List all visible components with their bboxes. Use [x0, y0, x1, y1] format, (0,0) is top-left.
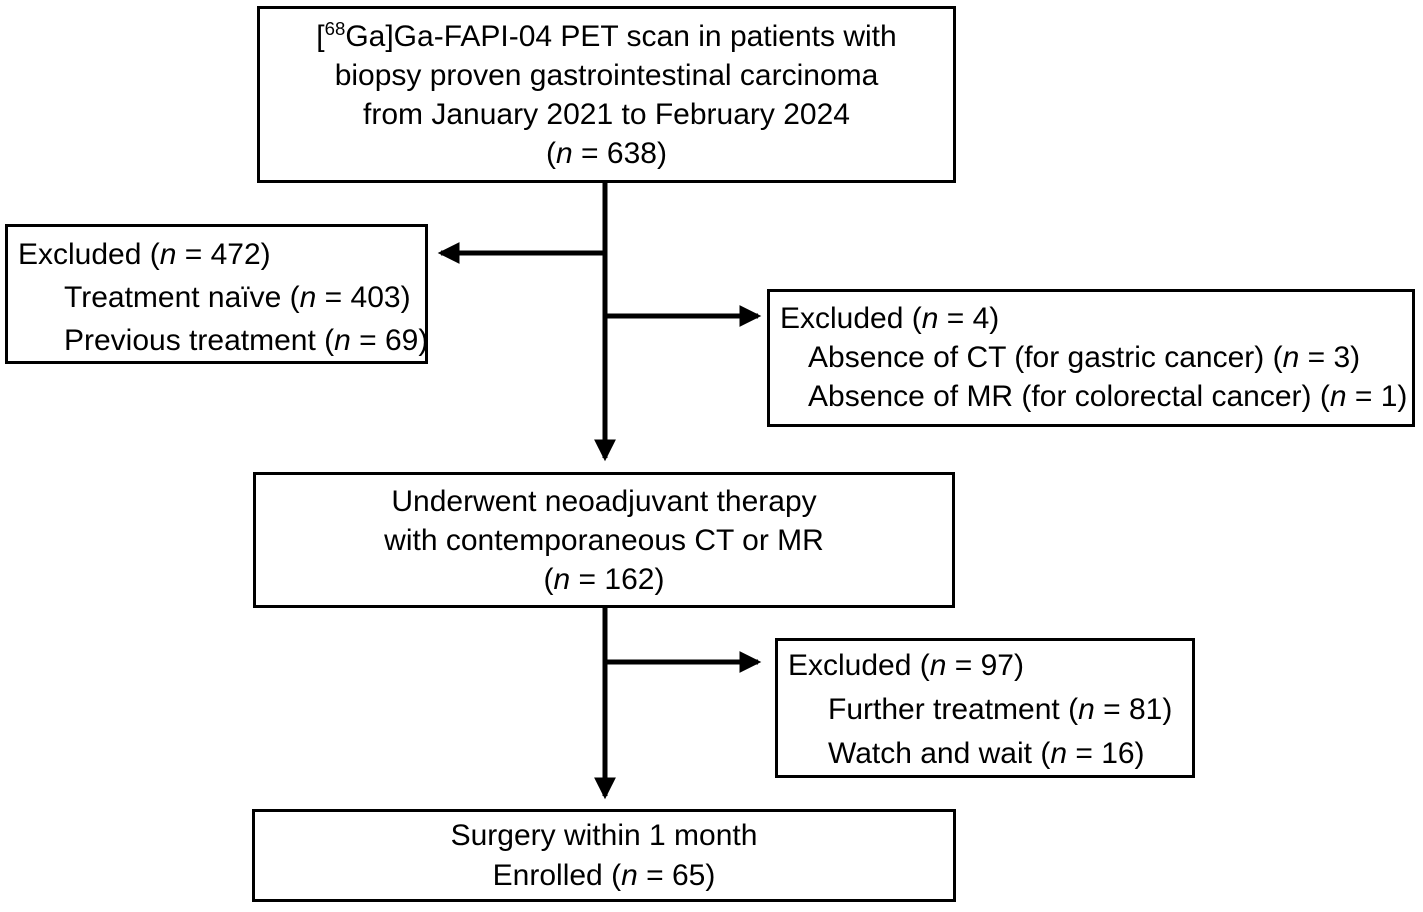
- excluded-imaging-item-2: Absence of MR (for colorectal cancer) (n…: [808, 380, 1408, 413]
- excluded-first-box: Excluded (n = 472) Treatment naïve (n = …: [5, 224, 428, 364]
- excluded-first-item-2: Previous treatment (n = 69): [64, 324, 429, 357]
- neoadjuvant-count: (n = 162): [543, 562, 665, 596]
- neoadjuvant-box: Underwent neoadjuvant therapy with conte…: [253, 472, 955, 608]
- neoadjuvant-line-2: with contemporaneous CT or MR: [384, 523, 824, 557]
- enrolled-count: Enrolled (n = 65): [492, 858, 716, 892]
- excluded-followup-item-1: Further treatment (n = 81): [828, 693, 1173, 726]
- screening-box: [68Ga]Ga-FAPI-04 PET scan in patients wi…: [257, 6, 956, 183]
- neoadjuvant-line-1: Underwent neoadjuvant therapy: [391, 484, 817, 518]
- screening-line-2: biopsy proven gastrointestinal carcinoma: [334, 58, 879, 92]
- screening-line-1: [68Ga]Ga-FAPI-04 PET scan in patients wi…: [316, 17, 897, 53]
- screening-line-3: from January 2021 to February 2024: [363, 97, 850, 131]
- isotope-superscript: 68: [324, 17, 346, 39]
- excluded-first-title: Excluded (n = 472): [18, 238, 271, 271]
- excluded-imaging-title: Excluded (n = 4): [780, 302, 1000, 335]
- excluded-first-item-1: Treatment naïve (n = 403): [64, 281, 411, 314]
- excluded-followup-box: Excluded (n = 97) Further treatment (n =…: [775, 638, 1195, 778]
- excluded-followup-item-2: Watch and wait (n = 16): [828, 737, 1145, 770]
- excluded-imaging-item-1: Absence of CT (for gastric cancer) (n = …: [808, 341, 1361, 374]
- enrolled-line-1: Surgery within 1 month: [450, 818, 758, 852]
- excluded-followup-title: Excluded (n = 97): [788, 649, 1024, 682]
- enrolled-box: Surgery within 1 month Enrolled (n = 65): [252, 809, 956, 902]
- excluded-imaging-box: Excluded (n = 4) Absence of CT (for gast…: [767, 289, 1415, 427]
- screening-count: (n = 638): [546, 136, 667, 170]
